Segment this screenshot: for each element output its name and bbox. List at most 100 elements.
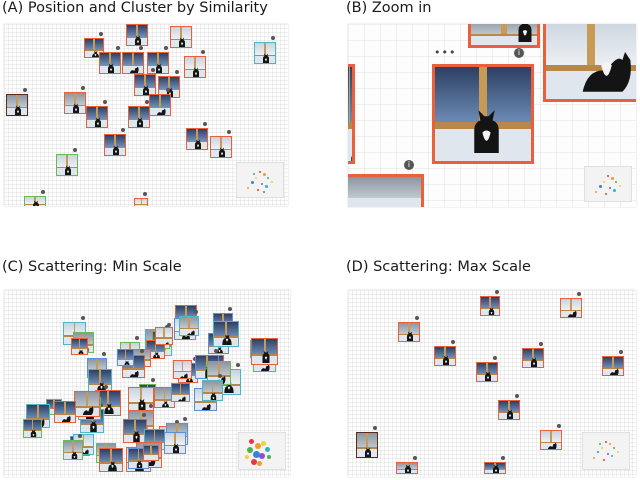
image-thumbnail[interactable] bbox=[74, 391, 100, 417]
info-icon[interactable] bbox=[103, 100, 107, 104]
info-icon[interactable] bbox=[539, 342, 543, 346]
info-icon[interactable] bbox=[81, 316, 85, 320]
info-icon[interactable] bbox=[214, 349, 218, 353]
image-thumbnail[interactable] bbox=[170, 26, 192, 48]
image-thumbnail[interactable] bbox=[522, 348, 544, 368]
image-thumbnail[interactable] bbox=[128, 106, 150, 128]
info-icon[interactable] bbox=[451, 340, 455, 344]
info-icon[interactable] bbox=[501, 456, 505, 460]
image-thumbnail[interactable] bbox=[54, 401, 76, 423]
info-icon[interactable] bbox=[116, 46, 120, 50]
image-thumbnail[interactable] bbox=[184, 56, 206, 78]
image-thumbnail[interactable] bbox=[202, 380, 223, 401]
minimap[interactable] bbox=[236, 162, 284, 198]
more-options-button[interactable]: ••• bbox=[434, 46, 457, 59]
info-icon[interactable] bbox=[41, 190, 45, 194]
info-icon[interactable] bbox=[619, 350, 623, 354]
image-thumbnail[interactable] bbox=[63, 440, 83, 460]
info-icon[interactable] bbox=[73, 148, 77, 152]
image-thumbnail[interactable] bbox=[128, 387, 154, 413]
info-icon[interactable] bbox=[415, 316, 419, 320]
image-thumbnail[interactable] bbox=[484, 462, 506, 474]
image-thumbnail[interactable] bbox=[602, 356, 624, 376]
info-icon[interactable] bbox=[140, 349, 144, 353]
info-icon[interactable] bbox=[413, 456, 417, 460]
image-thumbnail[interactable] bbox=[71, 338, 88, 355]
image-thumbnail[interactable] bbox=[560, 298, 582, 318]
image-thumbnail[interactable] bbox=[213, 321, 239, 347]
image-thumbnail[interactable] bbox=[56, 154, 78, 176]
info-icon[interactable] bbox=[81, 86, 85, 90]
image-thumbnail[interactable] bbox=[434, 346, 456, 366]
image-thumbnail[interactable] bbox=[134, 198, 148, 206]
info-icon[interactable] bbox=[104, 385, 108, 389]
info-icon[interactable] bbox=[142, 413, 146, 417]
info-icon[interactable] bbox=[139, 46, 143, 50]
info-icon[interactable] bbox=[151, 378, 155, 382]
info-icon[interactable] bbox=[271, 36, 275, 40]
image-thumbnail[interactable] bbox=[348, 174, 424, 207]
info-icon[interactable] bbox=[23, 88, 27, 92]
image-thumbnail[interactable] bbox=[88, 369, 112, 393]
image-canvas[interactable] bbox=[4, 290, 290, 477]
info-icon[interactable] bbox=[203, 122, 207, 126]
info-icon[interactable] bbox=[166, 88, 170, 92]
image-thumbnail[interactable] bbox=[173, 360, 192, 379]
info-icon[interactable]: i bbox=[404, 160, 414, 170]
image-thumbnail[interactable] bbox=[468, 24, 540, 48]
info-icon[interactable] bbox=[145, 100, 149, 104]
image-thumbnail[interactable] bbox=[476, 362, 498, 382]
minimap[interactable] bbox=[238, 432, 286, 470]
image-thumbnail[interactable] bbox=[164, 432, 186, 454]
image-thumbnail[interactable] bbox=[104, 134, 126, 156]
info-icon[interactable] bbox=[99, 32, 103, 36]
minimap[interactable] bbox=[582, 432, 630, 470]
info-icon[interactable] bbox=[78, 434, 82, 438]
image-thumbnail[interactable] bbox=[6, 94, 28, 116]
image-thumbnail[interactable] bbox=[143, 445, 159, 461]
info-icon[interactable] bbox=[515, 394, 519, 398]
info-icon[interactable] bbox=[102, 352, 106, 356]
image-thumbnail[interactable] bbox=[64, 92, 86, 114]
image-thumbnail[interactable] bbox=[210, 136, 232, 158]
image-thumbnail[interactable] bbox=[86, 106, 108, 128]
image-canvas[interactable] bbox=[4, 24, 288, 206]
info-icon[interactable] bbox=[175, 70, 179, 74]
info-icon[interactable] bbox=[135, 336, 139, 340]
image-thumbnail[interactable] bbox=[254, 42, 276, 64]
image-thumbnail[interactable] bbox=[251, 338, 278, 365]
info-icon[interactable] bbox=[164, 46, 168, 50]
image-thumbnail[interactable] bbox=[186, 128, 208, 150]
info-icon[interactable] bbox=[227, 130, 231, 134]
image-thumbnail[interactable] bbox=[84, 38, 104, 58]
image-thumbnail[interactable] bbox=[24, 196, 46, 206]
info-icon[interactable] bbox=[218, 374, 222, 378]
image-thumbnail[interactable] bbox=[356, 432, 378, 458]
info-icon[interactable] bbox=[577, 292, 581, 296]
info-icon[interactable] bbox=[201, 50, 205, 54]
image-thumbnail[interactable] bbox=[543, 24, 636, 102]
image-thumbnail[interactable] bbox=[396, 462, 418, 474]
info-icon[interactable] bbox=[194, 310, 198, 314]
info-icon[interactable] bbox=[175, 420, 179, 424]
image-thumbnail[interactable] bbox=[179, 316, 199, 336]
info-icon[interactable] bbox=[121, 128, 125, 132]
image-thumbnail[interactable] bbox=[155, 327, 173, 345]
image-thumbnail[interactable] bbox=[23, 419, 42, 438]
info-icon[interactable] bbox=[151, 68, 155, 72]
info-icon[interactable] bbox=[228, 307, 232, 311]
info-icon[interactable] bbox=[143, 192, 147, 196]
image-thumbnail[interactable] bbox=[134, 74, 156, 96]
image-thumbnail[interactable] bbox=[540, 430, 562, 450]
image-thumbnail[interactable] bbox=[171, 383, 190, 402]
info-icon[interactable] bbox=[493, 356, 497, 360]
info-icon[interactable] bbox=[149, 404, 153, 408]
info-icon[interactable] bbox=[373, 426, 377, 430]
image-thumbnail[interactable] bbox=[99, 448, 123, 472]
info-icon[interactable] bbox=[183, 417, 187, 421]
image-thumbnail[interactable] bbox=[126, 24, 148, 46]
image-thumbnail[interactable] bbox=[498, 400, 520, 420]
image-thumbnail[interactable] bbox=[432, 64, 534, 164]
image-thumbnail[interactable] bbox=[480, 296, 500, 316]
